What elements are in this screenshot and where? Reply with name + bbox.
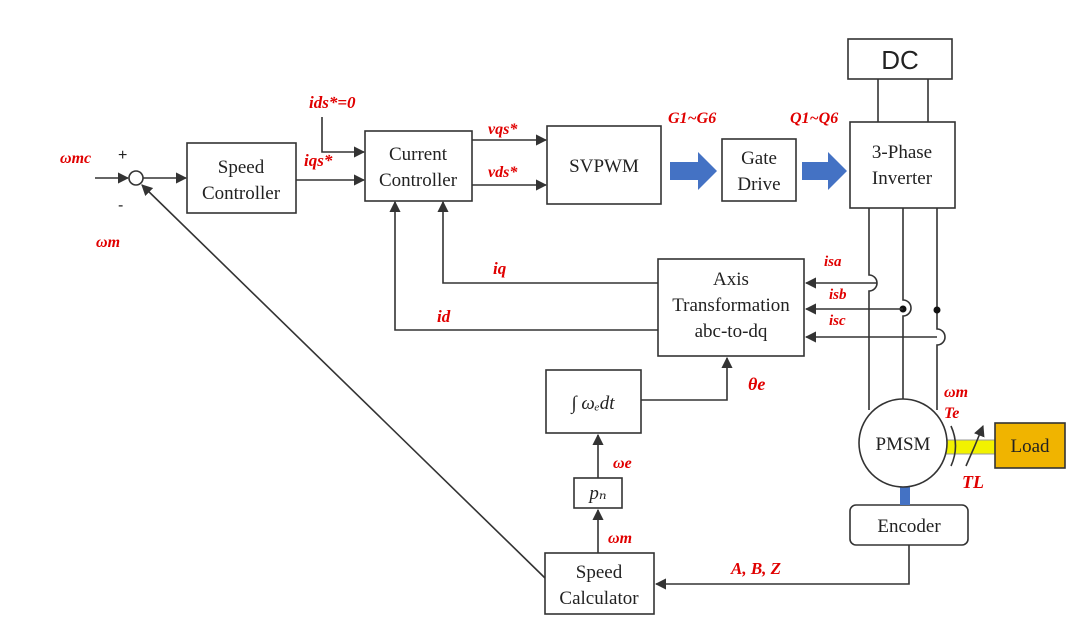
pmsm-label: PMSM bbox=[876, 434, 931, 455]
ids-ref-line bbox=[321, 117, 366, 158]
plus-sign: + bbox=[118, 147, 127, 164]
omega-m-calc-label: ωm bbox=[608, 530, 632, 547]
gate-signals-label: G1~G6 bbox=[668, 110, 716, 127]
speed-controller-block: Speed Controller bbox=[186, 142, 297, 214]
axis-transformation-label-2: Transformation bbox=[672, 295, 790, 316]
summing-junction bbox=[128, 170, 144, 186]
encoder-label: Encoder bbox=[877, 516, 941, 537]
gate-drive-label-1: Gate bbox=[741, 148, 777, 169]
omega-m-motor-label: ωm bbox=[944, 384, 968, 401]
phase-c-line bbox=[936, 208, 946, 410]
gate-drive-block: Gate Drive bbox=[721, 138, 797, 202]
tl-label: TL bbox=[962, 472, 984, 492]
encoder-output-label: A, B, Z bbox=[730, 559, 781, 578]
load-label: Load bbox=[1010, 436, 1050, 457]
theta-e-label: θe bbox=[748, 374, 765, 394]
pole-pairs-block: pₙ bbox=[573, 477, 623, 509]
isc-label: isc bbox=[829, 313, 846, 329]
current-controller-label-1: Current bbox=[389, 144, 448, 165]
encoder-coupling bbox=[900, 482, 910, 505]
speed-calculator-label-2: Calculator bbox=[559, 588, 639, 609]
iq-label: iq bbox=[493, 259, 507, 278]
torque-arc-te bbox=[950, 425, 957, 467]
svpwm-label: SVPWM bbox=[569, 156, 639, 177]
speed-controller-label-1: Speed bbox=[218, 157, 265, 178]
gate-signal-arrow bbox=[670, 152, 717, 190]
vds-ref-label: vds* bbox=[488, 164, 518, 181]
integrator-block: ∫ ωₑdt bbox=[545, 369, 642, 434]
axis-transformation-label-1: Axis bbox=[713, 269, 749, 290]
inverter-block: 3-Phase Inverter bbox=[849, 121, 956, 209]
isb-label: isb bbox=[829, 287, 847, 303]
omega-e-label: ωe bbox=[613, 455, 632, 472]
iq-feedback-line bbox=[437, 200, 658, 284]
integrator-label: ∫ ωₑdt bbox=[570, 393, 615, 415]
pmsm-motor: PMSM bbox=[858, 398, 948, 488]
pole-pairs-label: pₙ bbox=[587, 483, 606, 504]
encoder-block: Encoder bbox=[849, 504, 969, 546]
id-feedback-line bbox=[389, 200, 658, 331]
speed-controller-label-2: Controller bbox=[202, 183, 281, 204]
motor-shaft bbox=[939, 439, 997, 455]
ids-ref-label: ids*=0 bbox=[309, 93, 356, 112]
speed-calculator-block: Speed Calculator bbox=[544, 552, 655, 615]
axis-transformation-block: Axis Transformation abc-to-dq bbox=[657, 258, 805, 357]
minus-sign: - bbox=[118, 197, 123, 214]
id-label: id bbox=[437, 307, 451, 326]
torque-arc-tl bbox=[965, 424, 985, 467]
svpwm-block: SVPWM bbox=[546, 125, 662, 205]
dc-label: DC bbox=[881, 45, 919, 75]
switches-label: Q1~Q6 bbox=[790, 110, 838, 127]
current-controller-label-2: Controller bbox=[379, 170, 458, 191]
inverter-label-2: Inverter bbox=[872, 168, 933, 189]
iqs-ref-label: iqs* bbox=[304, 151, 333, 170]
isa-label: isa bbox=[824, 254, 842, 270]
speed-feedback-line bbox=[141, 184, 546, 579]
theta-e-line bbox=[641, 356, 733, 401]
load-block: Load bbox=[994, 422, 1066, 469]
encoder-output-line bbox=[654, 545, 910, 590]
omega-m-feedback-label: ωm bbox=[96, 234, 120, 251]
switch-signal-arrow bbox=[802, 152, 847, 190]
phase-b-line bbox=[902, 208, 912, 410]
inverter-label-1: 3-Phase bbox=[872, 142, 932, 163]
current-controller-block: Current Controller bbox=[364, 130, 473, 202]
dc-source-block: DC bbox=[847, 38, 953, 80]
speed-calculator-label-1: Speed bbox=[576, 562, 623, 583]
gate-drive-label-2: Drive bbox=[737, 174, 780, 195]
vqs-ref-label: vqs* bbox=[488, 121, 518, 138]
omega-mc-label: ωmc bbox=[60, 150, 91, 167]
te-label: Te bbox=[944, 405, 959, 422]
current-sense-taps bbox=[804, 277, 941, 343]
axis-transformation-label-3: abc-to-dq bbox=[695, 321, 768, 342]
